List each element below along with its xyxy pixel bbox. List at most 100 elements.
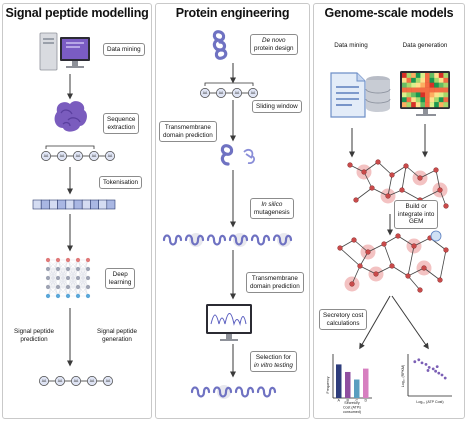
heatmap-cell [406, 73, 412, 79]
heatmap-cell [402, 97, 407, 103]
heatmap-cell [406, 82, 412, 88]
bar-category: B [347, 399, 350, 403]
network-node [365, 249, 371, 255]
token-cell [57, 199, 67, 210]
network-node [403, 163, 409, 169]
bar-category: C [355, 399, 358, 403]
nn-node [75, 266, 81, 272]
network-node [353, 197, 359, 203]
nn-node [85, 257, 91, 263]
label-text: Data generation [402, 42, 448, 49]
label-text: Signal peptide [97, 328, 137, 335]
heatmap-cell [438, 102, 444, 108]
amino-acid-label: AA [92, 154, 97, 158]
label-text: Secretory cost [323, 311, 364, 319]
protein-coil-icon [212, 30, 228, 60]
label-text: extraction [107, 123, 135, 131]
label-in-silico: In silico mutagenesis [250, 198, 294, 219]
heatmap-cell [420, 77, 426, 83]
network-node [349, 281, 355, 287]
heatmap-cell [402, 82, 407, 88]
heatmap-cell [406, 87, 412, 93]
amino-acid-label: AA [108, 154, 113, 158]
heatmap-cell [425, 97, 430, 103]
protein-variant [234, 386, 255, 398]
bar-category: D [364, 399, 367, 403]
heatmap-cell [429, 82, 435, 88]
heatmap-cell [434, 92, 439, 98]
nn-node [65, 257, 71, 263]
bar-chart: Frequency Secretory Cost (ATPs consumed)… [326, 354, 372, 414]
heatmap-cell [406, 77, 412, 83]
network-node [395, 233, 401, 239]
label-text: Deep [112, 270, 128, 278]
label-text: domain prediction [163, 131, 213, 139]
scatter-xlabel: Log₁₀ (ATP Cost) [416, 400, 443, 404]
heatmap-cell [402, 73, 407, 79]
amino-acid-node [105, 151, 115, 161]
label-text: calculations [326, 319, 360, 327]
amino-acid-node [216, 88, 226, 98]
heatmap-cell [402, 77, 407, 83]
amino-acid-node [89, 151, 99, 161]
network-node [437, 277, 443, 283]
amino-acid-label: AA [235, 91, 240, 95]
nn-node [45, 275, 51, 281]
label-text: In silico [261, 200, 283, 208]
heatmap-cell [429, 87, 435, 93]
token-cell [32, 199, 42, 210]
heatmap-monitor-icon [400, 71, 450, 116]
panel-title: Protein engineering [175, 6, 290, 20]
nn-node [55, 257, 61, 263]
network-node [433, 167, 439, 173]
heatmap-cell [438, 73, 444, 79]
mutant-variants [162, 233, 293, 247]
nn-node [65, 266, 71, 272]
bar-xlabel-line3: consumed) [343, 410, 361, 414]
amino-acid-label: AA [90, 379, 95, 383]
amino-acid-label: AA [203, 91, 208, 95]
token-strip [32, 199, 116, 210]
protein-variant [228, 234, 249, 246]
heatmap-cell [411, 73, 416, 79]
nn-node [55, 293, 61, 299]
heatmap-cell [443, 97, 449, 103]
amino-acid-label: AA [44, 154, 49, 158]
bar-xlabel-line1: Secretory [344, 401, 360, 405]
nn-node [65, 284, 71, 290]
token-cell [98, 199, 108, 210]
label-selection: Selection for in vitro testing [250, 351, 297, 372]
nn-node [85, 293, 91, 299]
document-icon [330, 72, 366, 118]
heatmap-cell [420, 97, 426, 103]
nn-node [85, 275, 91, 281]
heatmap-cell [443, 92, 449, 98]
scatter-ylabel: Log₁₀ (RPKM) [401, 365, 405, 387]
amino-acid-node [200, 88, 210, 98]
label-deep-learning: Deep learning [105, 268, 136, 289]
label-text: Sequence [107, 115, 136, 123]
heatmap-cell [438, 77, 444, 83]
amino-acid-label: AA [74, 379, 79, 383]
amino-acid-node [71, 376, 81, 386]
heatmap-cell [429, 102, 435, 108]
label-text: domain prediction [250, 282, 300, 290]
heatmap-cell [438, 82, 444, 88]
nn-node [45, 293, 51, 299]
label-text: GEM [409, 218, 424, 226]
heatmap-cell [425, 102, 430, 108]
label-tokenisation: Tokenisation [99, 176, 143, 189]
label-text: Data mining [107, 45, 141, 53]
amino-acid-label: AA [42, 379, 47, 383]
scatter-point [443, 376, 447, 380]
amino-acid-label: AA [219, 91, 224, 95]
network-node [417, 175, 423, 181]
nn-node [55, 284, 61, 290]
label-sliding-window: Sliding window [252, 100, 302, 113]
protein-variant [212, 386, 233, 398]
scatter-point [431, 367, 435, 371]
label-text: Build or [405, 203, 427, 210]
network-node [411, 243, 417, 249]
